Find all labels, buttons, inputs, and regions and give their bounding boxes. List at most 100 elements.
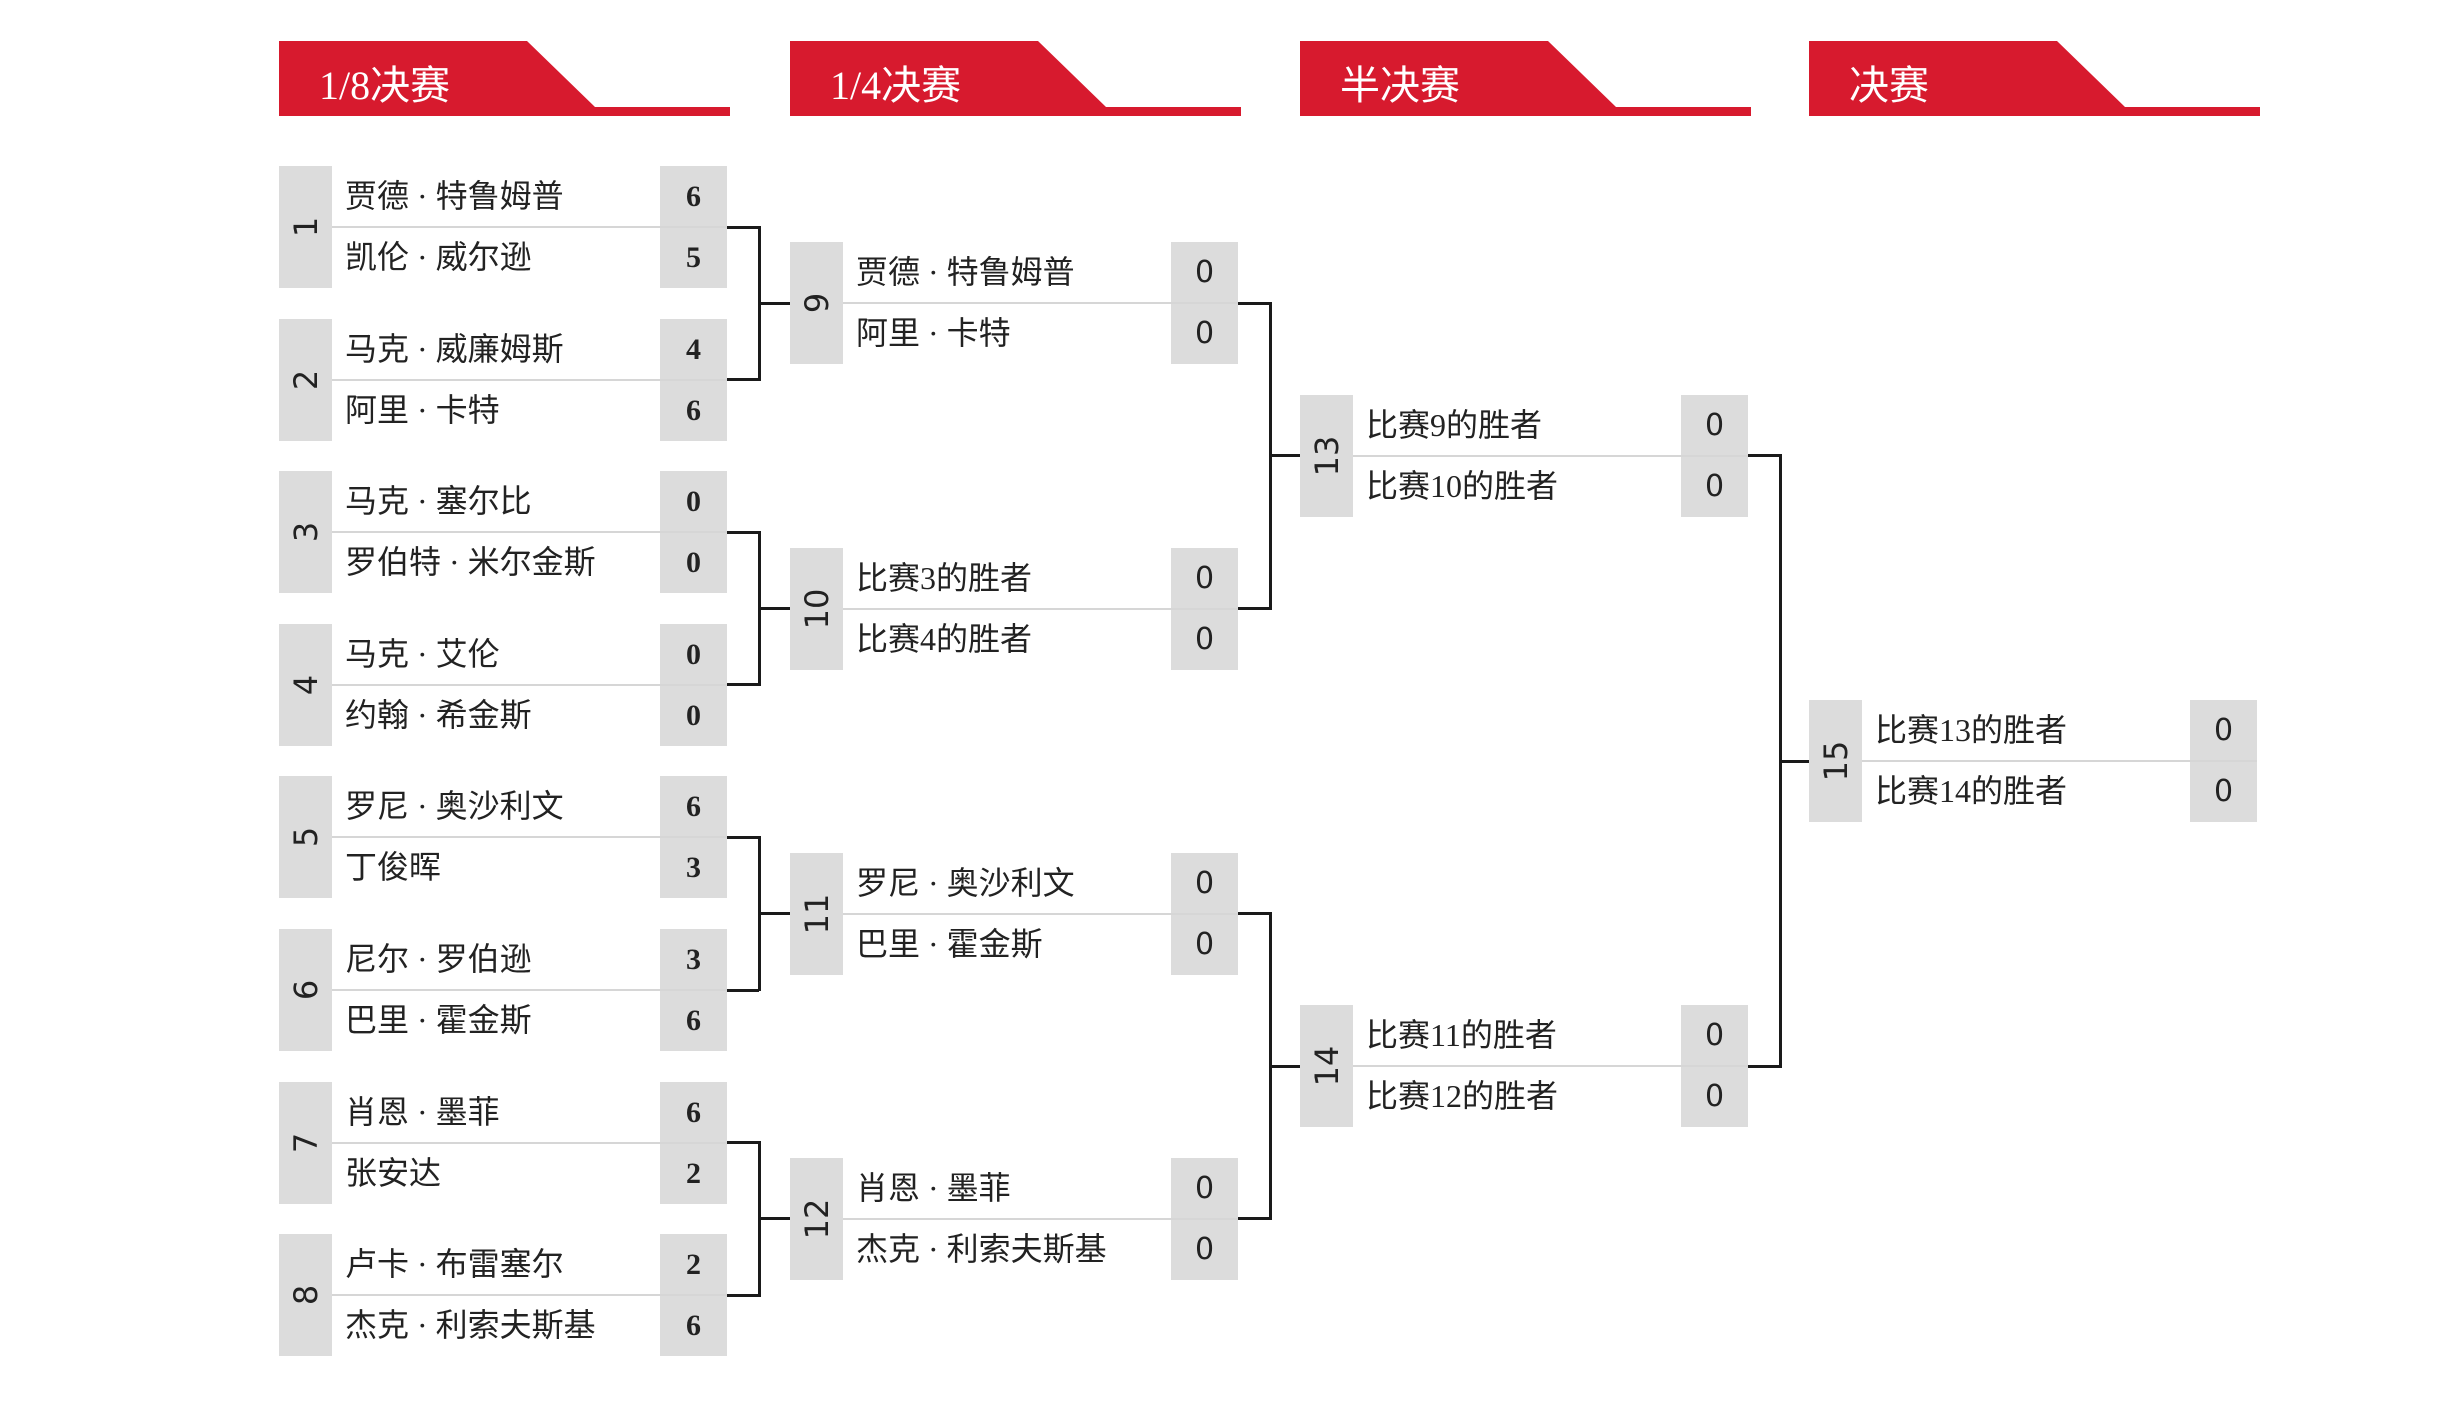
player-score: 6 <box>686 1004 701 1037</box>
match-number: 9 <box>797 293 836 314</box>
match-number-cell: 12 <box>790 1157 843 1280</box>
player-score: 6 <box>686 1309 701 1343</box>
match-number: 15 <box>1816 740 1855 782</box>
match-number: 12 <box>797 1198 836 1240</box>
match-number: 5 <box>286 827 325 848</box>
connector-line <box>1238 301 1270 305</box>
player-score: 0 <box>1194 1231 1215 1267</box>
connector-line <box>727 988 759 992</box>
player-name: 杰克 · 利索夫斯基 <box>345 1307 596 1344</box>
player-score: 5 <box>686 241 701 274</box>
connector-line <box>727 1293 759 1297</box>
row-divider <box>843 302 1238 305</box>
player-score: 0 <box>1704 1018 1725 1054</box>
player-name: 比赛13的胜者 <box>1875 712 2068 749</box>
match-number: 10 <box>797 588 836 629</box>
player-name: 巴里 · 霍金斯 <box>345 1002 532 1038</box>
connector-line <box>1238 1217 1270 1221</box>
connector-line <box>1238 912 1270 916</box>
match-number: 13 <box>1307 435 1346 477</box>
player-name: 比赛9的胜者 <box>1366 406 1543 443</box>
match-number: 1 <box>286 216 325 238</box>
player-score: 0 <box>1194 316 1215 352</box>
player-score: 2 <box>686 1156 701 1190</box>
row-divider <box>332 683 727 686</box>
row-divider <box>332 989 727 991</box>
connector-line <box>727 1141 759 1145</box>
match-number: 7 <box>286 1132 325 1153</box>
match-number: 8 <box>286 1285 325 1306</box>
round-header: 决赛 <box>1809 41 2260 116</box>
match-number: 6 <box>286 979 325 1001</box>
player-score: 0 <box>1194 926 1215 962</box>
match-number-cell: 9 <box>790 242 843 365</box>
player-name: 比赛12的胜者 <box>1366 1078 1559 1115</box>
connector-line <box>727 683 759 687</box>
player-score: 0 <box>1194 255 1215 291</box>
player-name: 比赛11的胜者 <box>1366 1017 1557 1054</box>
player-score: 0 <box>1194 1170 1215 1206</box>
player-score: 2 <box>686 1248 701 1282</box>
player-score: 0 <box>1194 865 1215 901</box>
header-banner-shape <box>1809 41 2260 116</box>
row-divider <box>332 1141 727 1144</box>
row-divider <box>332 1294 727 1297</box>
header-banner-shape <box>1300 41 1751 116</box>
player-name: 罗尼 · 奥沙利文 <box>856 864 1075 901</box>
player-name: 马克 · 威廉姆斯 <box>345 330 564 367</box>
player-score: 0 <box>686 485 701 519</box>
player-name: 马克 · 艾伦 <box>345 635 500 672</box>
player-score: 6 <box>686 1095 701 1129</box>
match-number: 3 <box>286 522 325 543</box>
player-name: 比赛10的胜者 <box>1366 467 1559 504</box>
connector-line <box>1270 454 1300 458</box>
round-title: 决赛 <box>1849 63 1929 108</box>
match-number: 14 <box>1307 1045 1346 1087</box>
round-header: 1/8决赛 <box>279 41 730 116</box>
match-box[interactable]: 10 比赛3的胜者 0 比赛4的胜者 0 <box>790 547 1238 670</box>
match-number: 11 <box>797 893 836 935</box>
match-number-cell: 5 <box>279 776 332 899</box>
player-score: 6 <box>686 790 701 824</box>
round-header: 半决赛 <box>1300 41 1751 116</box>
row-divider <box>843 1217 1238 1220</box>
row-divider <box>843 607 1238 610</box>
player-score: 0 <box>686 637 701 671</box>
player-score: 0 <box>1194 621 1215 657</box>
connector-line <box>727 530 759 534</box>
match-number-cell: 8 <box>279 1234 332 1357</box>
connector-line <box>1748 1064 1780 1068</box>
header-banner-shape <box>790 41 1241 116</box>
player-score: 0 <box>1194 560 1215 596</box>
player-name: 卢卡 · 布雷塞尔 <box>345 1246 564 1283</box>
player-name: 罗伯特 · 米尔金斯 <box>345 544 596 581</box>
match-box[interactable]: 8 卢卡 · 布雷塞尔 2 杰克 · 利索夫斯基 6 <box>279 1234 727 1357</box>
match-number: 4 <box>286 674 325 695</box>
player-name: 阿里 · 卡特 <box>345 391 500 428</box>
connector-line <box>727 225 759 229</box>
player-score: 0 <box>1704 407 1725 443</box>
player-name: 比赛4的胜者 <box>856 620 1033 657</box>
match-number-cell: 4 <box>279 623 332 746</box>
round-title: 1/4决赛 <box>830 63 962 108</box>
match-number-cell: 2 <box>279 318 332 441</box>
player-name: 贾德 · 特鲁姆普 <box>345 178 564 214</box>
connector-line <box>759 301 790 305</box>
player-name: 比赛3的胜者 <box>856 559 1033 596</box>
row-divider <box>332 531 727 534</box>
player-name: 尼尔 · 罗伯逊 <box>345 941 532 977</box>
connector-line <box>759 1217 790 1221</box>
